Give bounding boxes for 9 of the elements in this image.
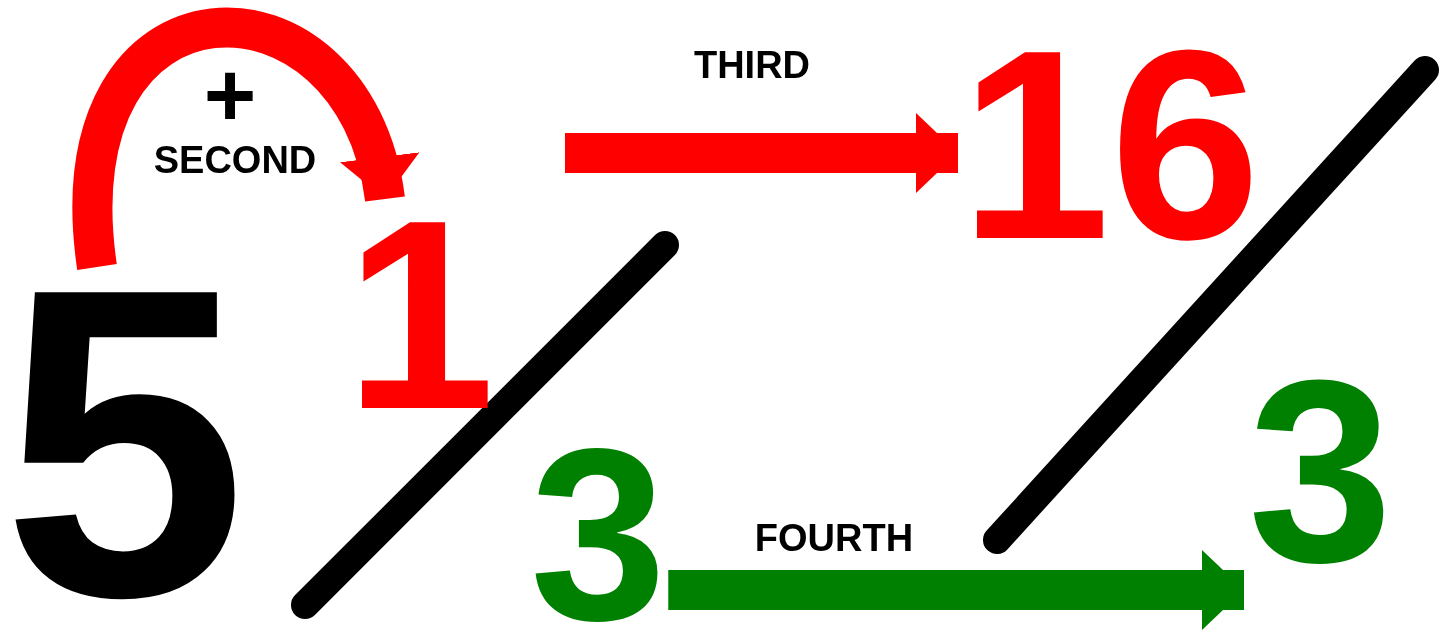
number-text: 1 <box>345 207 496 423</box>
number-text: 5 <box>2 267 247 619</box>
number-text: 3 <box>1248 367 1393 575</box>
edge-label: THIRD <box>693 46 811 84</box>
number-text: 16 <box>960 37 1261 253</box>
edge-label: FOURTH <box>754 519 914 557</box>
arrow <box>668 550 1244 630</box>
arrow <box>565 113 958 193</box>
number-text: 3 <box>530 436 667 632</box>
